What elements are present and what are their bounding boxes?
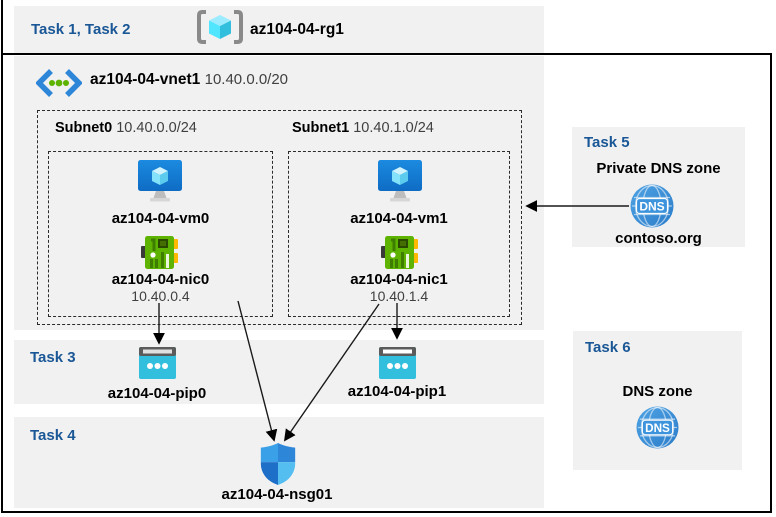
nsg-name: az104-04-nsg01: [221, 486, 333, 503]
task12-label: Task 1, Task 2: [31, 21, 131, 38]
task3-label: Task 3: [30, 349, 76, 366]
subnet1-vm-box: [288, 151, 510, 317]
nic0-name: az104-04-nic0: [111, 271, 210, 288]
subnet0-name: Subnet0: [55, 120, 113, 136]
nic1-ip: 10.40.1.4: [369, 288, 429, 304]
virtual-machine-icon: [378, 160, 422, 202]
task12-band: [14, 6, 544, 53]
network-interface-icon: [141, 236, 178, 269]
frame-edge: [1, 0, 3, 53]
nic1-name: az104-04-nic1: [350, 271, 448, 288]
vnet-title: az104-04-vnet1 10.40.0.0/20: [90, 71, 288, 89]
virtual-machine-icon: [138, 160, 182, 202]
task3-band: [14, 340, 544, 404]
dns-globe-icon: DNS: [636, 406, 679, 449]
subnet1-name: Subnet1: [292, 120, 350, 136]
vnet-cidr: 10.40.0.0/20: [204, 71, 289, 88]
task5-label: Task 5: [584, 134, 630, 151]
private-dns-zone-title: Private DNS zone: [596, 160, 721, 177]
pip1-name: az104-04-pip1: [347, 383, 447, 400]
network-interface-icon: [381, 236, 418, 269]
resource-group-icon: [197, 10, 243, 44]
virtual-network-icon: [36, 69, 82, 97]
public-ip-icon: [139, 347, 176, 379]
vm0-name: az104-04-vm0: [111, 210, 210, 227]
diagram-outer-box: [1, 53, 772, 513]
dns-globe-icon: DNS: [630, 184, 674, 228]
pip0-name: az104-04-pip0: [107, 385, 207, 402]
vnet-panel: [14, 56, 544, 330]
dns-icon-text: DNS: [639, 200, 664, 214]
nic0-ip: 10.40.0.4: [131, 288, 190, 304]
dns-icon-text: DNS: [645, 422, 670, 435]
public-ip-icon: [379, 347, 416, 379]
resource-group-name: az104-04-rg1: [250, 21, 344, 38]
network-security-group-icon: [260, 443, 296, 485]
subnet0-vm-box: [48, 151, 273, 317]
vm1-name: az104-04-vm1: [350, 210, 448, 227]
vnet-name: az104-04-vnet1: [90, 71, 201, 88]
task6-label: Task 6: [585, 339, 631, 356]
subnet1-cidr: 10.40.1.0/24: [353, 120, 434, 136]
subnet0-title: Subnet0 10.40.0.0/24: [55, 120, 197, 136]
subnet0-cidr: 10.40.0.0/24: [116, 120, 197, 136]
subnet1-title: Subnet1 10.40.1.0/24: [292, 120, 434, 136]
dns-zone-title: DNS zone: [622, 383, 693, 400]
private-dns-zone-name: contoso.org: [615, 230, 702, 247]
task4-label: Task 4: [30, 427, 76, 444]
subnets-outer-box: [37, 110, 522, 325]
